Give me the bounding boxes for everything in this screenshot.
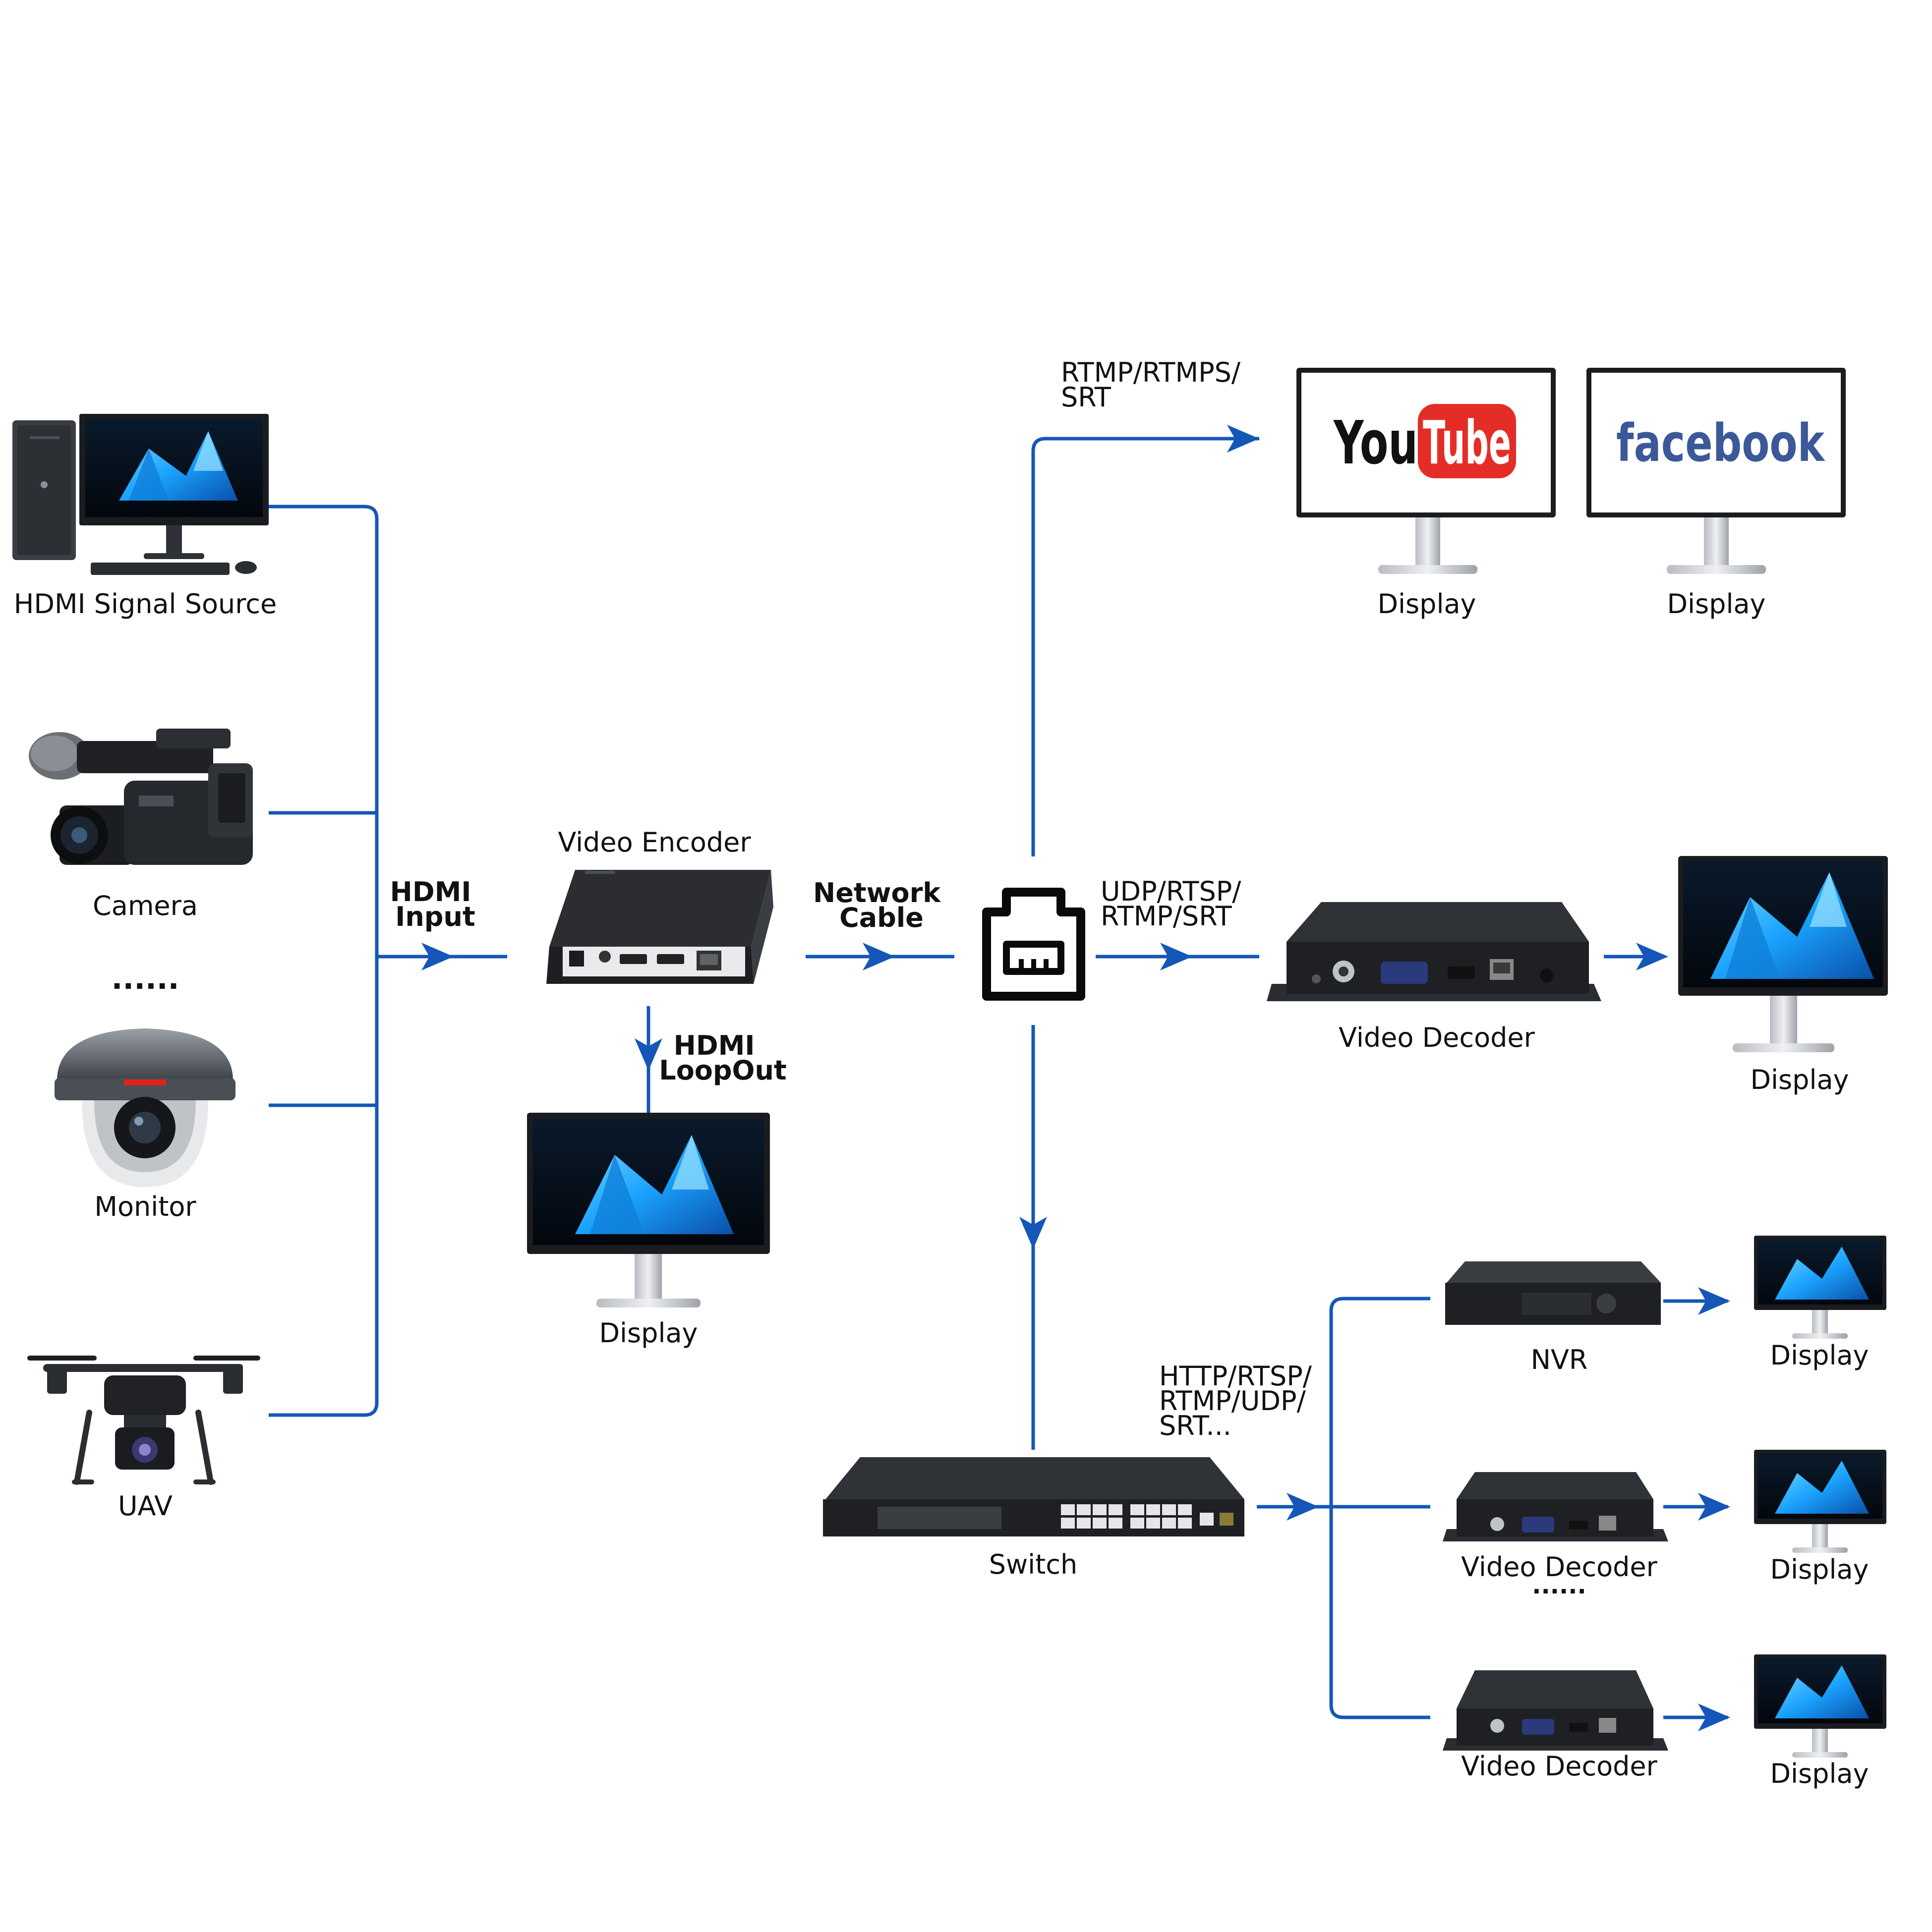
youtube-you-text: You <box>1333 409 1418 478</box>
hdmi-input-line-2: Input <box>395 901 475 932</box>
arrow-loopout <box>635 1038 662 1071</box>
facebook-display-label: Display <box>1667 588 1765 620</box>
network-cable-label: Network Cable <box>813 877 950 933</box>
http-line-3: SRT... <box>1159 1410 1231 1441</box>
arrow-decoder-display <box>1636 943 1668 970</box>
arrow-hdmi-input <box>421 943 454 970</box>
udp-label: UDP/RTSP/ RTMP/SRT <box>1101 876 1250 932</box>
loopout-display-label: Display <box>599 1317 698 1349</box>
udp-line-1: UDP/RTSP/ <box>1101 876 1241 907</box>
decoder2-display-icon <box>1754 1450 1886 1553</box>
video-decoder-icon <box>1267 902 1601 1001</box>
udp-line-2: RTMP/SRT <box>1101 901 1232 932</box>
decoder3-display-icon <box>1754 1654 1886 1758</box>
video-decoder-3-icon <box>1443 1670 1668 1751</box>
monitor-label: Monitor <box>94 1191 196 1222</box>
hdmi-loopout-line-1: HDMI <box>674 1030 755 1061</box>
decoder-label: Video Decoder <box>1339 1022 1535 1053</box>
arrow-network-cable <box>863 943 895 970</box>
uav-icon <box>27 1356 260 1485</box>
pc-icon <box>12 414 269 575</box>
pc-label: HDMI Signal Source <box>14 588 277 620</box>
camera-icon <box>29 729 253 865</box>
encoder-label: Video Encoder <box>558 827 751 858</box>
decoder2-label: Video Decoder <box>1461 1551 1657 1583</box>
youtube-display-label: Display <box>1377 588 1476 620</box>
http-label: HTTP/RTSP/ RTMP/UDP/ SRT... <box>1159 1361 1320 1441</box>
hdmi-loopout-line-2: LoopOut <box>659 1055 786 1086</box>
facebook-logo-text: facebook <box>1616 413 1825 473</box>
sources-ellipsis: ...... <box>112 962 179 996</box>
rtmp-line-1: RTMP/RTMPS/ <box>1061 357 1241 388</box>
uav-label: UAV <box>118 1490 173 1522</box>
arrow-nvr-display <box>1698 1287 1730 1315</box>
arrow-http <box>1287 1493 1319 1521</box>
arrow-decoder2-display <box>1698 1493 1730 1521</box>
arrowheads <box>421 425 1730 1731</box>
youtube-display-icon: You Tube <box>1296 368 1556 574</box>
network-to-cloud <box>1031 437 1259 856</box>
rtmp-label: RTMP/RTMPS/ SRT <box>1061 357 1249 413</box>
ethernet-port-icon <box>982 888 1085 1001</box>
decoder3-display-label: Display <box>1770 1758 1869 1789</box>
network-cable-line-2: Cable <box>839 902 924 933</box>
bus-pc <box>269 505 379 1417</box>
loopout-display-icon <box>527 1113 770 1307</box>
http-line-2: RTMP/UDP/ <box>1159 1385 1306 1417</box>
camera-label: Camera <box>93 890 198 921</box>
video-decoder-2-icon <box>1443 1472 1668 1541</box>
nvr-icon <box>1445 1261 1661 1325</box>
arrow-udp <box>1160 943 1192 970</box>
decoder-ellipsis: ...... <box>1532 1572 1586 1599</box>
nvr-display-label: Display <box>1770 1340 1869 1371</box>
nvr-label: NVR <box>1531 1344 1588 1375</box>
hdmi-input-line-1: HDMI <box>390 876 471 908</box>
arrow-decoder3-display <box>1698 1704 1730 1731</box>
switch-label: Switch <box>989 1549 1078 1580</box>
dome-camera-icon <box>55 1028 235 1187</box>
facebook-display-icon: facebook <box>1586 368 1846 574</box>
http-line-1: HTTP/RTSP/ <box>1159 1361 1312 1392</box>
switch-ports <box>1061 1504 1233 1529</box>
nvr-display-icon <box>1754 1236 1886 1339</box>
decoder3-label: Video Decoder <box>1461 1751 1657 1782</box>
switch-icon <box>823 1457 1244 1536</box>
youtube-tube-text: Tube <box>1423 409 1511 478</box>
network-cable-line-1: Network <box>813 877 941 909</box>
arrow-rtmp <box>1227 425 1259 453</box>
decoder-display-icon <box>1678 856 1888 1052</box>
decoder2-display-label: Display <box>1770 1554 1869 1585</box>
rtmp-line-2: SRT <box>1061 382 1112 413</box>
video-encoder-icon <box>546 870 773 984</box>
decoder-display-label: Display <box>1750 1064 1849 1095</box>
hdmi-loopout-label: HDMI LoopOut <box>659 1030 786 1086</box>
arrow-switch <box>1019 1217 1047 1249</box>
hdmi-input-label: HDMI Input <box>390 876 481 932</box>
